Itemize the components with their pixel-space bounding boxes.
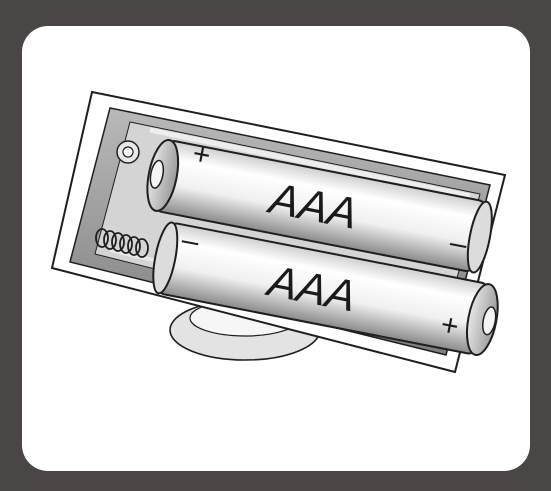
- contact-terminal: [117, 141, 139, 163]
